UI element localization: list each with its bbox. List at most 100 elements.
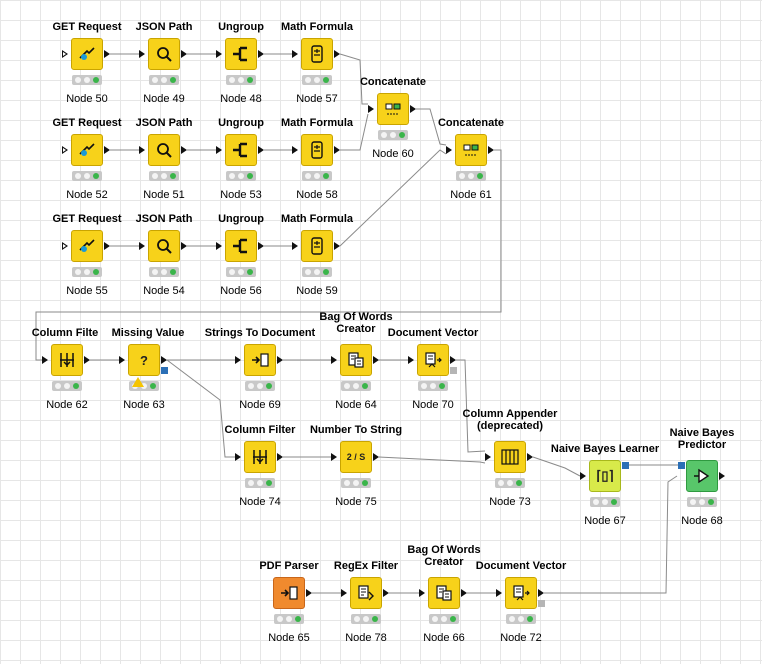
output-port[interactable] bbox=[181, 242, 187, 250]
output-port[interactable] bbox=[84, 356, 90, 364]
output-port[interactable] bbox=[277, 356, 283, 364]
pdf-parser-icon[interactable] bbox=[273, 577, 305, 609]
ungroup-icon[interactable] bbox=[225, 134, 257, 166]
node-title[interactable]: Number To String bbox=[309, 424, 403, 436]
input-port[interactable] bbox=[292, 242, 298, 250]
node-63[interactable]: ? bbox=[119, 344, 168, 391]
node-70[interactable] bbox=[408, 344, 457, 391]
json-path-icon[interactable] bbox=[148, 134, 180, 166]
input-port[interactable] bbox=[446, 146, 452, 154]
node-title[interactable]: Bag Of Words Creator bbox=[407, 544, 481, 568]
node-title[interactable]: Concatenate bbox=[437, 117, 505, 129]
strings-to-document-icon[interactable] bbox=[244, 344, 276, 376]
output-port[interactable] bbox=[104, 146, 110, 154]
node-label[interactable]: Node 48 bbox=[220, 93, 262, 105]
node-65[interactable] bbox=[273, 577, 312, 624]
output-port[interactable] bbox=[410, 105, 416, 113]
node-58[interactable] bbox=[292, 134, 340, 181]
model-input-port[interactable] bbox=[678, 462, 685, 469]
math-formula-icon[interactable] bbox=[301, 38, 333, 70]
node-label[interactable]: Node 73 bbox=[489, 496, 531, 508]
output-port[interactable] bbox=[334, 146, 340, 154]
column-filter-icon[interactable] bbox=[51, 344, 83, 376]
node-54[interactable] bbox=[139, 230, 187, 277]
input-port[interactable] bbox=[62, 146, 68, 154]
node-68[interactable] bbox=[678, 460, 725, 507]
bag-of-words-icon[interactable] bbox=[428, 577, 460, 609]
input-port[interactable] bbox=[216, 50, 222, 58]
column-appender-icon[interactable] bbox=[494, 441, 526, 473]
node-label[interactable]: Node 69 bbox=[239, 399, 281, 411]
output-port[interactable] bbox=[450, 356, 456, 364]
node-60[interactable] bbox=[368, 93, 416, 140]
node-69[interactable] bbox=[235, 344, 283, 391]
node-label[interactable]: Node 66 bbox=[423, 632, 465, 644]
output-port[interactable] bbox=[181, 50, 187, 58]
node-title[interactable]: Bag Of Words Creator bbox=[319, 311, 393, 335]
node-title[interactable]: Missing Value bbox=[111, 327, 185, 339]
node-title[interactable]: Math Formula bbox=[280, 117, 354, 129]
get-request-icon[interactable] bbox=[71, 230, 103, 262]
input-port[interactable] bbox=[235, 453, 241, 461]
input-port[interactable] bbox=[331, 453, 337, 461]
node-title[interactable]: JSON Path bbox=[135, 117, 193, 129]
node-title[interactable]: Ungroup bbox=[218, 117, 264, 129]
input-port[interactable] bbox=[485, 453, 491, 461]
node-title[interactable]: Document Vector bbox=[387, 327, 479, 339]
node-51[interactable] bbox=[139, 134, 187, 181]
missing-value-icon[interactable]: ? bbox=[128, 344, 160, 376]
node-label[interactable]: Node 67 bbox=[584, 515, 626, 527]
node-67[interactable]: ⌈▯⌉ bbox=[580, 460, 629, 507]
node-title[interactable]: Column Appender (deprecated) bbox=[462, 408, 558, 432]
node-66[interactable] bbox=[419, 577, 467, 624]
node-label[interactable]: Node 51 bbox=[143, 189, 185, 201]
input-port[interactable] bbox=[292, 50, 298, 58]
node-title[interactable]: GET Request bbox=[52, 117, 122, 129]
model-output-port[interactable] bbox=[161, 367, 168, 374]
output-port[interactable] bbox=[334, 50, 340, 58]
input-port[interactable] bbox=[368, 105, 374, 113]
inactive-output-port[interactable] bbox=[538, 600, 545, 607]
output-port[interactable] bbox=[181, 146, 187, 154]
input-port[interactable] bbox=[139, 50, 145, 58]
input-port[interactable] bbox=[139, 242, 145, 250]
output-port[interactable] bbox=[719, 472, 725, 480]
document-vector-icon[interactable] bbox=[505, 577, 537, 609]
node-56[interactable] bbox=[216, 230, 264, 277]
output-port[interactable] bbox=[373, 453, 379, 461]
node-78[interactable] bbox=[341, 577, 389, 624]
node-55[interactable] bbox=[62, 230, 110, 277]
node-label[interactable]: Node 68 bbox=[681, 515, 723, 527]
node-title[interactable]: Concatenate bbox=[359, 76, 427, 88]
node-label[interactable]: Node 64 bbox=[335, 399, 377, 411]
input-port[interactable] bbox=[408, 356, 414, 364]
output-port[interactable] bbox=[258, 242, 264, 250]
bag-of-words-icon[interactable] bbox=[340, 344, 372, 376]
node-title[interactable]: GET Request bbox=[52, 213, 122, 225]
naive-bayes-learner-icon[interactable]: ⌈▯⌉ bbox=[589, 460, 621, 492]
node-title[interactable]: PDF Parser bbox=[259, 560, 319, 572]
concatenate-icon[interactable] bbox=[377, 93, 409, 125]
node-57[interactable] bbox=[292, 38, 340, 85]
node-title[interactable]: RegEx Filter bbox=[333, 560, 399, 572]
model-output-port[interactable] bbox=[622, 462, 629, 469]
output-port[interactable] bbox=[488, 146, 494, 154]
output-port[interactable] bbox=[334, 242, 340, 250]
node-title[interactable]: Math Formula bbox=[280, 21, 354, 33]
node-label[interactable]: Node 55 bbox=[66, 285, 108, 297]
node-52[interactable] bbox=[62, 134, 110, 181]
node-label[interactable]: Node 54 bbox=[143, 285, 185, 297]
node-label[interactable]: Node 65 bbox=[268, 632, 310, 644]
node-53[interactable] bbox=[216, 134, 264, 181]
node-label[interactable]: Node 61 bbox=[450, 189, 492, 201]
node-title[interactable]: Naive Bayes Learner bbox=[550, 443, 660, 455]
input-port[interactable] bbox=[42, 356, 48, 364]
input-port[interactable] bbox=[580, 472, 586, 480]
input-port[interactable] bbox=[292, 146, 298, 154]
node-label[interactable]: Node 75 bbox=[335, 496, 377, 508]
document-vector-icon[interactable] bbox=[417, 344, 449, 376]
input-port[interactable] bbox=[62, 242, 68, 250]
input-port[interactable] bbox=[496, 589, 502, 597]
regex-filter-icon[interactable] bbox=[350, 577, 382, 609]
node-title[interactable]: Strings To Document bbox=[204, 327, 316, 339]
